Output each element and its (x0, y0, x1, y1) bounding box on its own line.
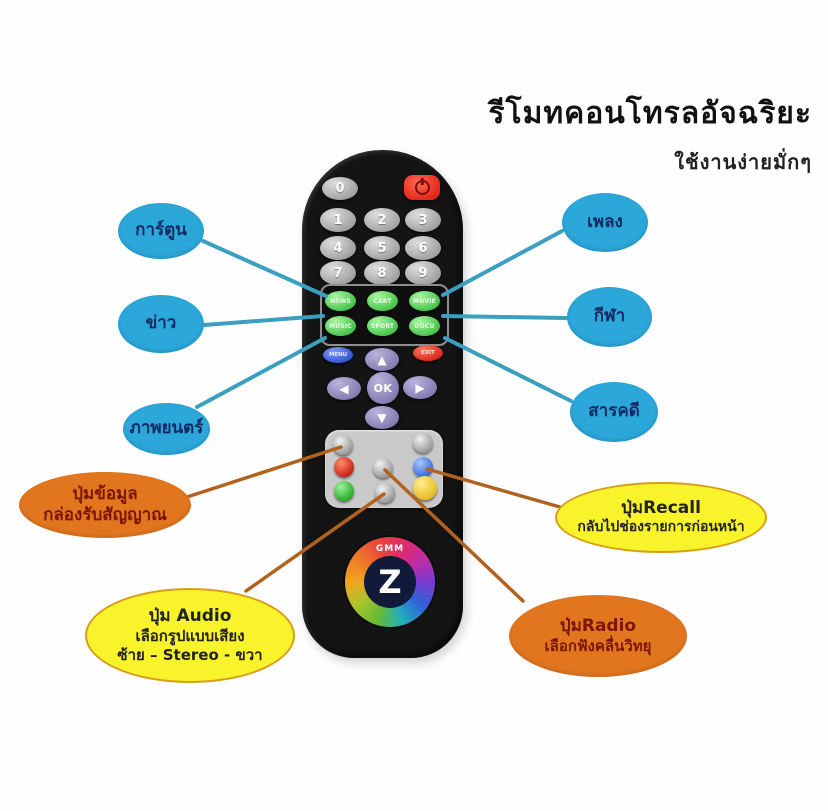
digit-7-button[interactable]: 7 (320, 261, 356, 285)
header: รีโมทคอนโทรลอัจฉริยะ ใช้งานง่ายมั่กๆ (452, 96, 812, 178)
down-arrow-icon: ▼ (377, 410, 387, 425)
digit-2-button[interactable]: 2 (364, 208, 400, 232)
radio-button[interactable] (373, 458, 393, 478)
digit-5-button[interactable]: 5 (364, 236, 400, 260)
music-genre-button[interactable]: MUSIC (325, 316, 356, 336)
exit-button[interactable]: EXIT (413, 345, 443, 361)
digit-0-button[interactable]: 0 (322, 177, 358, 200)
function-red-button[interactable] (334, 457, 354, 477)
sport-genre-button[interactable]: SPORT (367, 316, 398, 336)
recall-button[interactable] (413, 457, 433, 477)
movie-genre-button[interactable]: MOVIE (409, 291, 440, 311)
digit-1-button[interactable]: 1 (320, 208, 356, 232)
brand-logo-text: GMM (375, 544, 405, 554)
remote-control: 0 1 2 3 4 5 6 7 8 9 NEWS CART MOVIE MUSI… (302, 150, 463, 658)
dpad-right-button[interactable]: ▶ (403, 376, 437, 399)
function-gray-button-top-right[interactable] (413, 433, 433, 453)
right-arrow-icon: ▶ (415, 380, 425, 395)
digit-8-button[interactable]: 8 (364, 261, 400, 285)
brand-logo: GMM Z (345, 537, 435, 627)
callout-music: เพลง (562, 193, 648, 252)
digit-6-button[interactable]: 6 (405, 236, 441, 260)
documentary-genre-button[interactable]: DOCU (409, 316, 440, 336)
audio-button[interactable] (375, 483, 395, 503)
dpad-up-button[interactable]: ▲ (365, 348, 399, 371)
digit-4-button[interactable]: 4 (320, 236, 356, 260)
callout-news: ข่าว (118, 295, 204, 353)
callout-sport: กีฬา (567, 287, 652, 347)
callout-audio: ปุ่ม Audio เลือกรูปแบบเสียง ซ้าย – Stere… (85, 588, 295, 683)
function-yellow-button[interactable] (413, 476, 437, 500)
page-subtitle: ใช้งานง่ายมั่กๆ (674, 150, 812, 174)
menu-button[interactable]: MENU (323, 347, 353, 363)
callout-radio: ปุ่มRadio เลือกฟังคลื่นวิทยุ (509, 595, 687, 677)
news-genre-button[interactable]: NEWS (325, 291, 356, 311)
power-button[interactable] (404, 175, 440, 200)
cartoon-genre-button[interactable]: CART (367, 291, 398, 311)
brand-logo-letter: Z (364, 556, 416, 608)
up-arrow-icon: ▲ (377, 352, 387, 367)
callout-movie: ภาพยนตร์ (123, 403, 210, 455)
callout-documentary: สารคดี (570, 382, 658, 442)
function-green-button[interactable] (334, 481, 354, 501)
digit-3-button[interactable]: 3 (405, 208, 441, 232)
connector-documentary (443, 336, 573, 403)
power-icon (414, 180, 430, 195)
info-button[interactable] (333, 435, 353, 455)
page-title: รีโมทคอนโทรลอัจฉริยะ (488, 96, 812, 131)
callout-info: ปุ่มข้อมูล กล่องรับสัญญาณ (19, 472, 191, 538)
left-arrow-icon: ◀ (339, 381, 349, 396)
dpad-down-button[interactable]: ▼ (365, 406, 399, 429)
ok-button[interactable]: OK (367, 372, 399, 404)
digit-9-button[interactable]: 9 (405, 261, 441, 285)
dpad-left-button[interactable]: ◀ (327, 377, 361, 400)
callout-recall: ปุ่มRecall กลับไปช่องรายการก่อนหน้า (555, 482, 767, 553)
callout-cartoon: การ์ตูน (118, 203, 204, 259)
